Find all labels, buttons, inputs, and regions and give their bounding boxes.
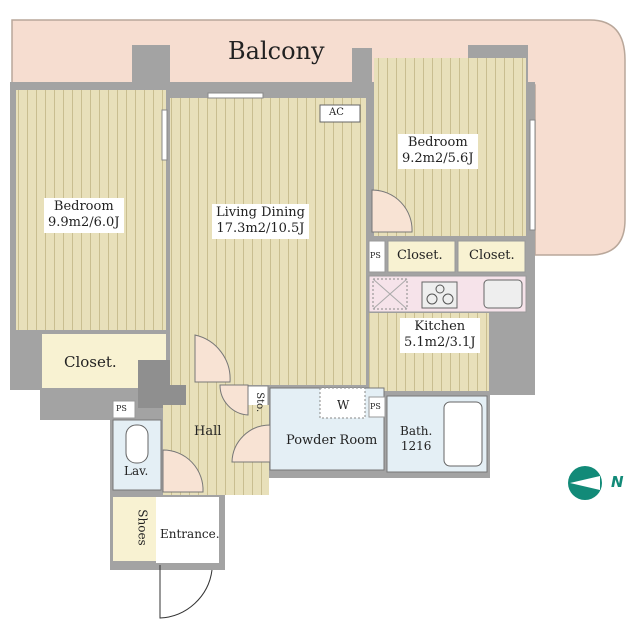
room-area: 9.2m2/5.6J [402, 151, 474, 167]
ps-label: PS [370, 402, 381, 411]
compass-icon [568, 466, 602, 500]
closet-left-label: Closet. [64, 353, 117, 371]
closet-label: Closet. [397, 248, 443, 263]
bath-size: 1216 [400, 439, 432, 453]
fridge-space [372, 278, 408, 310]
window [529, 119, 536, 231]
closet-area [457, 240, 526, 273]
shoes-label: Shoes [135, 509, 150, 546]
pillar [352, 48, 372, 98]
room-name: Bedroom [407, 135, 468, 150]
room-area: 9.9m2/6.0J [48, 215, 120, 231]
room-area: 17.3m2/10.5J [216, 221, 305, 237]
lav-label: Lav. [124, 464, 149, 478]
door-swing [162, 449, 204, 493]
bathtub-icon [443, 401, 483, 467]
bath-label: Bath.1216 [400, 424, 432, 454]
ps-area [112, 400, 136, 419]
door-swing [219, 384, 249, 416]
ps-label: PS [116, 404, 127, 413]
pillar [132, 45, 170, 87]
room-area: 5.1m2/3.1J [404, 335, 476, 351]
door-swing [194, 334, 231, 383]
door-swing [159, 565, 213, 619]
shoes-area [113, 497, 156, 561]
door-swing [231, 424, 271, 463]
compass-north-label: N [611, 473, 624, 491]
entrance-area [156, 497, 219, 563]
sink-icon [483, 279, 523, 309]
window [207, 92, 264, 99]
storage-label: Sto. [254, 392, 266, 413]
room-name: Living Dining [216, 205, 305, 220]
washer-label: W [337, 398, 350, 412]
ac-unit [319, 104, 361, 123]
room-name: Bedroom [53, 199, 114, 214]
entrance-label: Entrance. [160, 527, 220, 541]
closet-area [387, 240, 456, 273]
ps-area [368, 240, 386, 273]
closet-label: Closet. [469, 248, 515, 263]
toilet-icon [125, 424, 149, 464]
ac-label: AC [329, 107, 344, 118]
washer-space [319, 387, 366, 419]
door-swing [371, 189, 413, 233]
window [161, 109, 168, 161]
powder-room-label: Powder Room [286, 433, 378, 448]
balcony-label: Balcony [228, 37, 325, 65]
room-name: Bath. [400, 424, 433, 438]
room-name: Kitchen [414, 319, 466, 334]
ps-label: PS [370, 251, 381, 260]
hall-label: Hall [194, 424, 222, 439]
ps-area [368, 396, 386, 418]
